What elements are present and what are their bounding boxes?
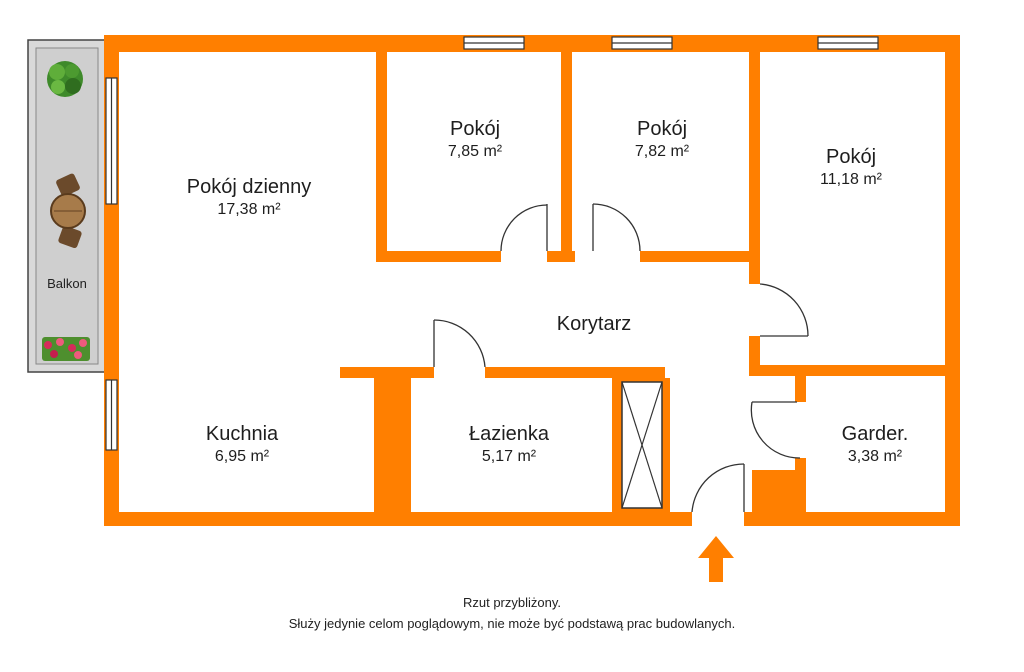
caption-line-2: Służy jedynie celom poglądowym, nie może…	[288, 616, 736, 631]
room-wardrobe: Garder. 3,38 m²	[842, 422, 909, 467]
room-1-name: Pokój	[449, 118, 501, 140]
room-2: Pokój 7,82 m²	[635, 117, 689, 162]
room-living-area: 17,38 m²	[217, 201, 281, 218]
flower-box-icon	[42, 337, 90, 361]
room-bathroom: Łazienka 5,17 m²	[469, 422, 549, 467]
plant-icon	[47, 61, 83, 97]
room-3-name: Pokój	[825, 146, 877, 168]
caption-line-1: Rzut przybliżony.	[462, 595, 561, 610]
room-wardrobe-area: 3,38 m²	[847, 448, 903, 465]
room-3: Pokój 11,18 m²	[820, 145, 882, 190]
room-corridor-name: Korytarz	[556, 313, 632, 335]
room-bathroom-name: Łazienka	[468, 423, 550, 445]
balcony-label: Balkon	[47, 276, 87, 291]
room-bathroom-area: 5,17 m²	[481, 448, 537, 465]
entrance-arrow-icon	[698, 536, 734, 582]
room-kitchen: Kuchnia 6,95 m²	[206, 422, 278, 467]
windows	[105, 36, 879, 451]
room-kitchen-area: 6,95 m²	[214, 448, 270, 465]
room-wardrobe-name: Garder.	[841, 423, 909, 445]
room-kitchen-name: Kuchnia	[205, 423, 279, 445]
doors	[433, 203, 809, 513]
room-1-area: 7,85 m²	[447, 143, 503, 160]
patio-table-icon	[50, 173, 86, 249]
room-3-area: 11,18 m²	[820, 171, 882, 188]
room-living: Pokój dzienny 17,38 m²	[187, 175, 312, 220]
room-corridor: Korytarz	[557, 312, 631, 337]
room-2-area: 7,82 m²	[634, 143, 690, 160]
walls	[104, 35, 960, 526]
shaft	[621, 381, 663, 509]
room-1: Pokój 7,85 m²	[448, 117, 502, 162]
room-2-name: Pokój	[636, 118, 688, 140]
room-living-name: Pokój dzienny	[186, 176, 312, 198]
